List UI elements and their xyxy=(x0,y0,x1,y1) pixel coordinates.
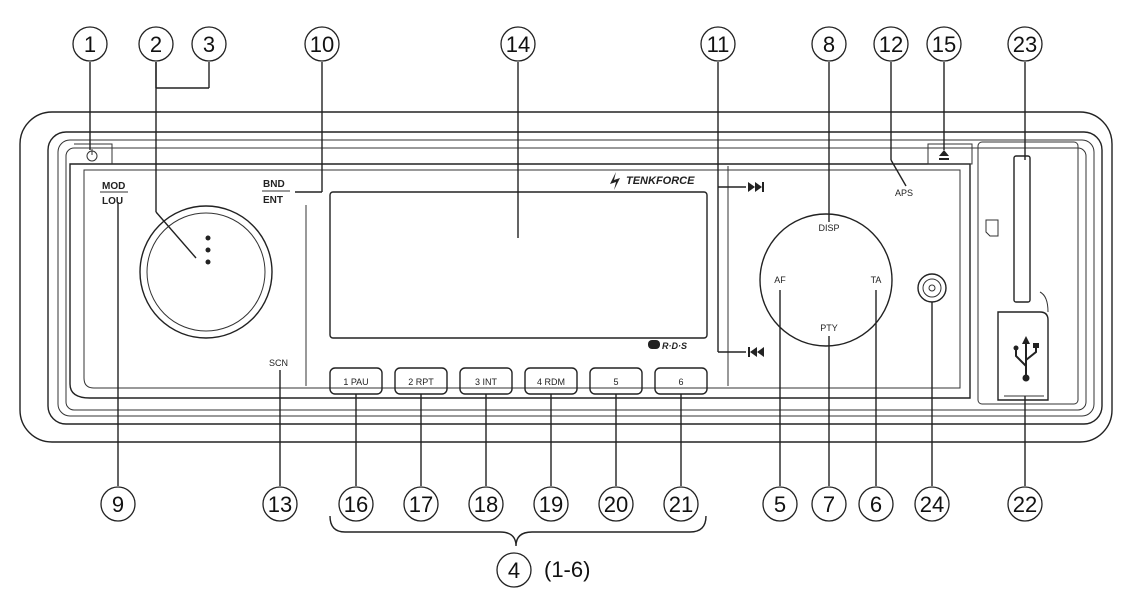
eject-tab xyxy=(927,143,973,165)
callout-4-range: (1-6) xyxy=(544,557,590,582)
svg-text:21: 21 xyxy=(669,492,693,517)
power-tab xyxy=(74,143,113,164)
callout-10: 10 xyxy=(304,26,340,62)
lou-label: LOU xyxy=(102,196,123,207)
callout-leader-lines xyxy=(89,62,1026,486)
svg-text:18: 18 xyxy=(474,492,498,517)
callout-14: 14 xyxy=(500,26,536,62)
callout-12: 12 xyxy=(873,26,909,62)
callout-16: 16 xyxy=(338,486,374,522)
pty-label: PTY xyxy=(820,323,838,333)
callout-21: 21 xyxy=(663,486,699,522)
callout-19: 19 xyxy=(533,486,569,522)
aux-jack[interactable] xyxy=(917,273,947,303)
callout-9: 9 xyxy=(100,486,136,522)
control-pad[interactable]: DISP AF TA PTY xyxy=(759,213,893,347)
aps-label: APS xyxy=(895,188,913,198)
callout-22: 22 xyxy=(1007,486,1043,522)
eject-icon[interactable] xyxy=(939,150,949,160)
svg-text:14: 14 xyxy=(506,32,530,57)
svg-text:9: 9 xyxy=(112,492,124,517)
callout-7: 7 xyxy=(811,486,847,522)
svg-text:12: 12 xyxy=(879,32,903,57)
bnd-label: BND xyxy=(263,179,285,190)
svg-text:2 RPT: 2 RPT xyxy=(408,377,434,387)
svg-text:19: 19 xyxy=(539,492,563,517)
svg-text:R·D·S: R·D·S xyxy=(662,341,687,351)
svg-text:23: 23 xyxy=(1013,32,1037,57)
front-frame-inner xyxy=(57,139,1095,417)
svg-text:3: 3 xyxy=(203,32,215,57)
svg-text:20: 20 xyxy=(604,492,628,517)
scn-label: SCN xyxy=(269,358,288,368)
callout-8: 8 xyxy=(811,26,847,62)
svg-text:8: 8 xyxy=(823,32,835,57)
volume-knob[interactable] xyxy=(139,205,273,339)
rds-logo: R·D·S xyxy=(648,340,687,351)
callout-3: 3 xyxy=(191,26,227,62)
faceplate-inner xyxy=(83,169,961,389)
callout-6: 6 xyxy=(858,486,894,522)
power-icon[interactable] xyxy=(86,149,98,162)
svg-text:6: 6 xyxy=(678,377,683,387)
svg-text:5: 5 xyxy=(774,492,786,517)
callout-15: 15 xyxy=(926,26,962,62)
preset-button-3[interactable]: 3 INT xyxy=(459,367,513,395)
ent-label: ENT xyxy=(263,195,283,206)
card-usb-area xyxy=(977,141,1079,405)
svg-text:16: 16 xyxy=(344,492,368,517)
svg-text:4: 4 xyxy=(508,558,520,583)
preset-button-6[interactable]: 6 xyxy=(654,367,708,395)
svg-text:7: 7 xyxy=(823,492,835,517)
preset-button-5[interactable]: 5 xyxy=(589,367,643,395)
ta-label: TA xyxy=(871,275,882,285)
svg-text:24: 24 xyxy=(920,492,944,517)
callout-11: 11 xyxy=(700,26,736,62)
disp-label: DISP xyxy=(818,223,839,233)
svg-text:17: 17 xyxy=(409,492,433,517)
svg-text:13: 13 xyxy=(268,492,292,517)
preset-button-2[interactable]: 2 RPT xyxy=(394,367,448,395)
callout-18: 18 xyxy=(468,486,504,522)
svg-text:10: 10 xyxy=(310,32,334,57)
svg-text:22: 22 xyxy=(1013,492,1037,517)
svg-text:15: 15 xyxy=(932,32,956,57)
callout-5: 5 xyxy=(762,486,798,522)
callout-23: 23 xyxy=(1007,26,1043,62)
callout-1: 1 xyxy=(72,26,108,62)
panel-edge xyxy=(65,147,1087,411)
svg-text:4 RDM: 4 RDM xyxy=(537,377,565,387)
front-frame xyxy=(47,131,1103,425)
preset-button-1[interactable]: 1 PAU xyxy=(329,367,383,395)
usb-icon xyxy=(1013,336,1039,382)
callout-4: 4 xyxy=(496,552,532,588)
brand-logo: TENKFORCE xyxy=(610,172,695,190)
callout-24: 24 xyxy=(914,486,950,522)
preset-button-4[interactable]: 4 RDM xyxy=(524,367,578,395)
svg-text:6: 6 xyxy=(870,492,882,517)
faceplate xyxy=(69,163,971,399)
sd-card-slot[interactable] xyxy=(1013,155,1031,303)
svg-text:TENKFORCE: TENKFORCE xyxy=(626,175,695,187)
usb-cover[interactable] xyxy=(997,291,1049,401)
callout-13: 13 xyxy=(262,486,298,522)
outer-housing xyxy=(19,111,1113,443)
svg-text:1 PAU: 1 PAU xyxy=(343,377,368,387)
previous-track-icon[interactable] xyxy=(748,347,764,357)
svg-text:2: 2 xyxy=(150,32,162,57)
mod-label: MOD xyxy=(102,181,125,192)
svg-text:11: 11 xyxy=(707,32,730,57)
callout-20: 20 xyxy=(598,486,634,522)
svg-text:5: 5 xyxy=(613,377,618,387)
svg-text:3 INT: 3 INT xyxy=(475,377,498,387)
next-track-icon[interactable] xyxy=(748,182,764,192)
callout-17: 17 xyxy=(403,486,439,522)
preset-group-brace xyxy=(329,515,707,547)
callout-2: 2 xyxy=(138,26,174,62)
af-label: AF xyxy=(774,275,786,285)
svg-text:1: 1 xyxy=(84,32,96,57)
sd-card-icon xyxy=(985,219,999,237)
